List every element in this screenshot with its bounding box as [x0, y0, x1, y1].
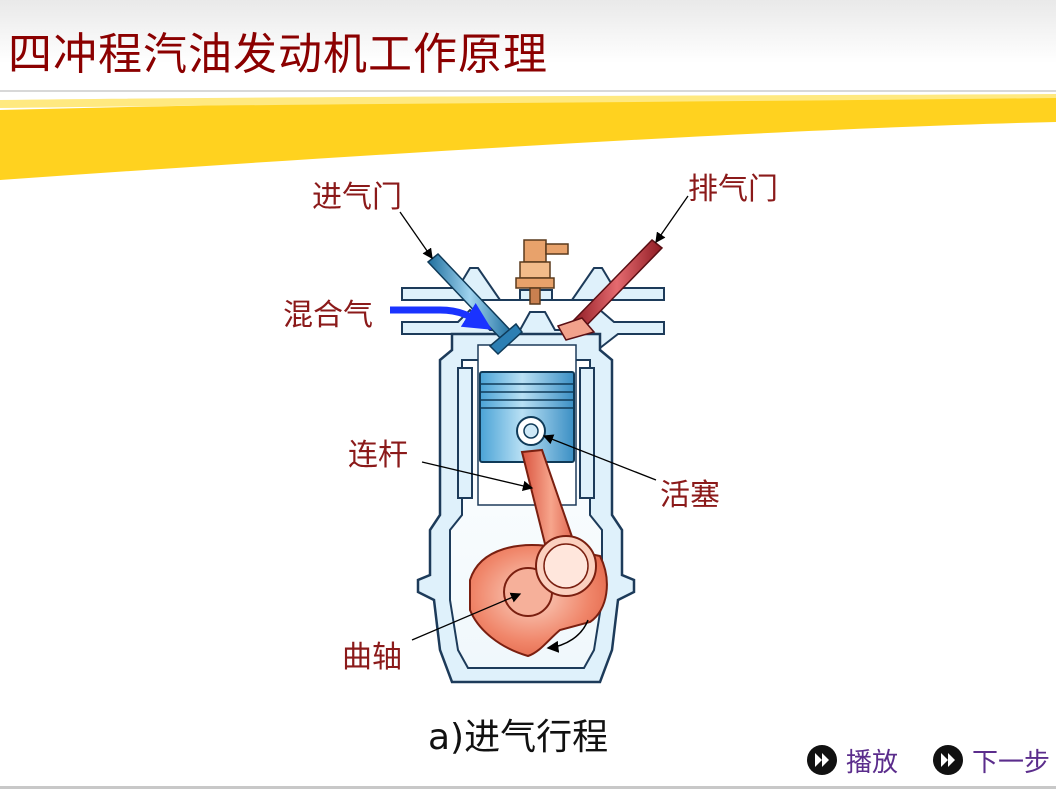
piston-label: 活塞 [660, 478, 720, 513]
next-step-button-label: 下一步 [972, 747, 1051, 778]
play-button[interactable]: 播放 [806, 740, 898, 780]
title-divider [0, 90, 1056, 92]
next-step-button[interactable]: 下一步 [932, 740, 1050, 780]
yellow-swoosh [0, 94, 1056, 180]
spark-plug [515, 239, 569, 305]
crankshaft [469, 535, 608, 658]
intake-valve-label: 进气门 [312, 180, 402, 215]
exhaust-valve-label: 排气门 [688, 172, 778, 207]
mixture-label: 混合气 [283, 298, 373, 333]
title-bar [0, 0, 1056, 90]
bottom-divider [0, 786, 1056, 789]
page-title: 四冲程汽油发动机工作原理 [8, 29, 548, 80]
connecting-rod-label: 连杆 [348, 438, 408, 473]
mixture-flow-arrow [390, 302, 492, 330]
piston [479, 371, 575, 463]
play-button-label: 播放 [846, 747, 899, 778]
crankshaft-label: 曲轴 [342, 640, 402, 675]
fast-forward-icon [933, 745, 963, 775]
fast-forward-icon [807, 745, 837, 775]
leader-lines [399, 195, 689, 641]
exhaust-valve [556, 238, 664, 341]
stroke-caption: a)进气行程 [428, 717, 609, 758]
